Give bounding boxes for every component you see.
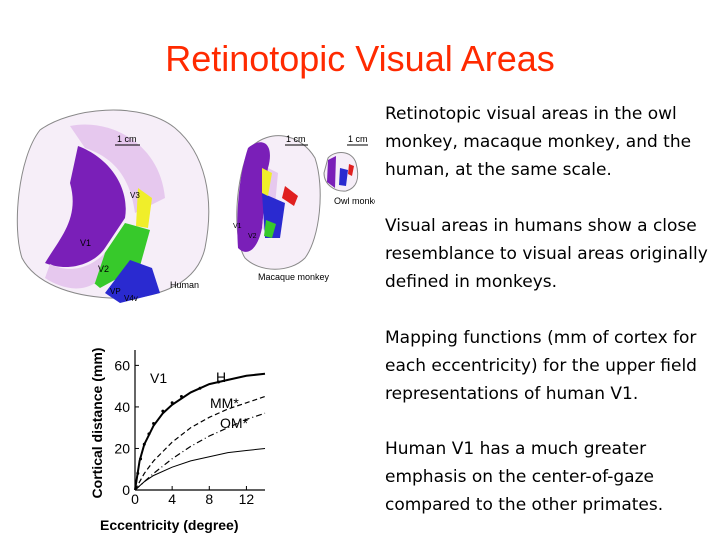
macaque-brain-map: 1 cm V1 V2 Macaque monkey — [233, 134, 330, 282]
y-tick-label: 40 — [114, 399, 130, 415]
data-point — [217, 380, 221, 384]
y-tick-label: 0 — [122, 482, 130, 498]
macaque-scale-label: 1 cm — [286, 134, 306, 144]
x-axis-title: Eccentricity (degree) — [100, 517, 239, 533]
macaque-mt-region — [282, 186, 298, 206]
y-tick-label: 20 — [114, 440, 130, 456]
data-point — [136, 471, 140, 475]
macaque-yellow-region — [262, 168, 272, 196]
owl-mt-region — [348, 164, 354, 176]
human-vp-label: VP — [110, 287, 121, 296]
x-tick-label: 12 — [239, 491, 255, 507]
human-label: Human — [170, 280, 199, 290]
x-tick-label: 4 — [168, 491, 176, 507]
human-brain-map: 1 cm V3 V1 V2 VP V4v Human — [16, 109, 210, 303]
series-line-om — [134, 412, 266, 491]
series-label-h: H — [216, 369, 226, 385]
series-label-om: OM* — [220, 415, 249, 431]
macaque-v1-region — [237, 142, 270, 252]
human-v2-lower — [45, 253, 105, 289]
human-v4v-region — [105, 260, 160, 303]
paragraph-mapping-functions: Mapping functions (mm of cortex for each… — [385, 328, 697, 404]
data-point — [179, 395, 183, 399]
macaque-v2-label: V2 — [248, 233, 257, 240]
series-line-unnamed — [134, 448, 266, 491]
owl-blue-region — [339, 168, 348, 186]
human-vp-region — [88, 223, 150, 288]
human-v1-label: V1 — [80, 238, 91, 248]
human-v1-region — [45, 146, 126, 268]
data-point — [142, 442, 146, 446]
paragraph-center-of-gaze: Human V1 has a much greater emphasis on … — [385, 439, 664, 515]
series-label-mm: MM* — [210, 395, 239, 411]
brain-maps-figure: 1 cm V3 V1 V2 VP V4v Human 1 cm V1 V2 Ma… — [16, 109, 375, 303]
human-v3-label: V3 — [130, 191, 140, 200]
data-point — [170, 401, 174, 405]
panel-label: V1 — [150, 370, 167, 386]
human-scale-label: 1 cm — [117, 134, 137, 144]
y-axis-title: Cortical distance (mm) — [89, 348, 105, 499]
macaque-label: Macaque monkey — [258, 272, 330, 282]
data-point — [139, 457, 143, 461]
data-point — [152, 422, 156, 426]
y-tick-label: 60 — [114, 357, 130, 373]
series-line-h — [134, 372, 266, 491]
slide-title: Retinotopic Visual Areas — [165, 38, 555, 79]
data-point — [198, 386, 202, 390]
owl-scale-label: 1 cm — [348, 134, 368, 144]
macaque-v1-label: V1 — [233, 223, 242, 230]
owl-label: Owl monkey — [334, 196, 375, 206]
owl-brain-map: 1 cm Owl monkey — [323, 134, 375, 206]
human-v4v-label: V4v — [124, 294, 138, 303]
owl-v1-region — [327, 156, 336, 188]
human-v2-label: V2 — [98, 264, 109, 274]
human-v3-region — [136, 188, 152, 228]
data-point — [161, 409, 165, 413]
paragraph-species-comparison: Retinotopic visual areas in the owl monk… — [385, 104, 692, 180]
owl-label-text: Owl monkey — [334, 196, 375, 206]
paragraph-resemblance: Visual areas in humans show a close rese… — [385, 216, 708, 292]
series-line-mm — [134, 395, 266, 491]
macaque-green-region — [264, 220, 276, 238]
x-tick-label: 0 — [131, 491, 139, 507]
data-point — [147, 432, 151, 436]
x-tick-label: 8 — [205, 491, 213, 507]
